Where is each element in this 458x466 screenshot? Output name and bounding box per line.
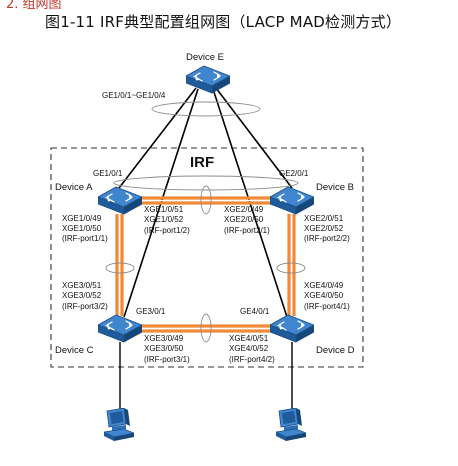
device-e-switch-icon bbox=[186, 65, 230, 94]
link-e-a bbox=[118, 87, 197, 189]
port-label: XGE3/0/52 bbox=[62, 291, 102, 300]
device-b-label: Device B bbox=[316, 182, 354, 193]
device-c-ge-port-label: GE3/0/1 bbox=[136, 307, 166, 316]
irf-link-c-d bbox=[138, 324, 276, 333]
port-label: XGE3/0/50 bbox=[144, 344, 184, 353]
device-a-switch-icon bbox=[98, 186, 142, 215]
irf-link-a-b bbox=[138, 196, 276, 205]
ellipse-cd-link bbox=[200, 313, 212, 343]
port-label: XGE2/0/49 bbox=[224, 205, 264, 214]
irf-link-b-d bbox=[287, 214, 296, 316]
port-label: XGE3/0/51 bbox=[62, 281, 102, 290]
port-label: XGE1/0/49 bbox=[62, 214, 102, 223]
device-c-irf-port2-labels: XGE3/0/51 XGE3/0/52 (IRF-port3/2) bbox=[62, 281, 108, 311]
device-e-ports-label: GE1/0/1~GE1/0/4 bbox=[102, 91, 166, 100]
device-d-irf-port1-labels: XGE4/0/49 XGE4/0/50 (IRF-port4/1) bbox=[304, 281, 350, 311]
port-label: XGE2/0/52 bbox=[304, 224, 344, 233]
host-links bbox=[119, 342, 293, 410]
port-label: XGE2/0/51 bbox=[304, 214, 344, 223]
ellipse-bd-link bbox=[276, 262, 306, 274]
device-d-irf-port2-labels: XGE4/0/51 XGE4/0/52 (IRF-port4/2) bbox=[229, 334, 275, 364]
device-c-irf-port1-labels: XGE3/0/49 XGE3/0/50 (IRF-port3/1) bbox=[144, 334, 190, 364]
device-d-ge-port-label: GE4/0/1 bbox=[240, 307, 270, 316]
port-label: XGE2/0/50 bbox=[224, 215, 264, 224]
irf-label: IRF bbox=[190, 154, 214, 171]
device-d-switch-icon bbox=[270, 314, 314, 343]
figure-title: 图1-11 IRF典型配置组网图（LACP MAD检测方式） bbox=[45, 13, 402, 31]
port-label: XGE3/0/49 bbox=[144, 334, 184, 343]
port-label: XGE4/0/50 bbox=[304, 291, 344, 300]
irf-port-label: (IRF-port2/1) bbox=[224, 226, 270, 235]
irf-boundary-box bbox=[50, 147, 364, 368]
irf-port-label: (IRF-port3/1) bbox=[144, 355, 190, 364]
port-label: XGE1/0/51 bbox=[144, 205, 184, 214]
device-b-irf-port2-labels: XGE2/0/51 XGE2/0/52 (IRF-port2/2) bbox=[304, 214, 350, 243]
irf-port-label: (IRF-port3/2) bbox=[62, 302, 108, 311]
ellipse-ac-link bbox=[105, 262, 135, 274]
link-e-b bbox=[215, 87, 293, 189]
aggregation-ellipses bbox=[105, 101, 306, 343]
device-b-ge-port-label: GE2/0/1 bbox=[279, 169, 309, 178]
port-label: XGE1/0/52 bbox=[144, 215, 184, 224]
device-a-irf-port1-labels: XGE1/0/49 XGE1/0/50 (IRF-port1/1) bbox=[62, 214, 108, 243]
device-e-label: Device E bbox=[186, 52, 224, 63]
irf-links bbox=[115, 196, 296, 333]
section-heading: 2. 组网图 bbox=[6, 0, 62, 12]
device-b-switch-icon bbox=[270, 186, 314, 215]
irf-link-a-c bbox=[115, 214, 124, 316]
device-c-switch-icon bbox=[98, 314, 142, 343]
irf-port-label: (IRF-port4/1) bbox=[304, 302, 350, 311]
port-label: XGE4/0/49 bbox=[304, 281, 344, 290]
irf-port-label: (IRF-port4/2) bbox=[229, 355, 275, 364]
device-d-label: Device D bbox=[316, 345, 355, 356]
device-a-label: Device A bbox=[55, 182, 93, 193]
device-c-label: Device C bbox=[55, 345, 94, 356]
port-label: XGE1/0/50 bbox=[62, 224, 102, 233]
irf-port-label: (IRF-port1/2) bbox=[144, 226, 190, 235]
device-a-ge-port-label: GE1/0/1 bbox=[93, 169, 123, 178]
irf-port-label: (IRF-port2/2) bbox=[304, 234, 350, 243]
host-d-computer-icon bbox=[276, 408, 306, 442]
port-label: XGE4/0/52 bbox=[229, 344, 269, 353]
ellipse-irf-upper bbox=[113, 175, 299, 191]
host-c-computer-icon bbox=[104, 408, 134, 442]
device-b-irf-port1-labels: XGE2/0/49 XGE2/0/50 (IRF-port2/1) bbox=[224, 205, 270, 235]
ellipse-device-e bbox=[151, 101, 261, 117]
irf-port-label: (IRF-port1/1) bbox=[62, 234, 108, 243]
device-a-irf-port2-labels: XGE1/0/51 XGE1/0/52 (IRF-port1/2) bbox=[144, 205, 190, 235]
ellipse-ab-link bbox=[200, 185, 212, 215]
port-label: XGE4/0/51 bbox=[229, 334, 269, 343]
